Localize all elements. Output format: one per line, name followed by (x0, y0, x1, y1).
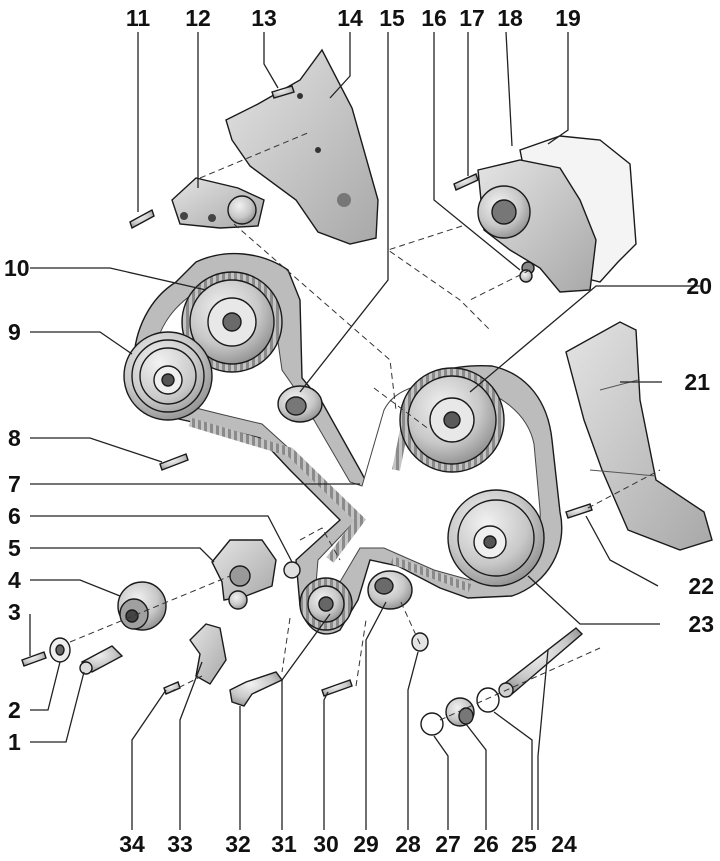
callout-32: 32 (225, 831, 251, 857)
callout-labels: 11 12 13 14 15 16 17 18 19 10 9 8 7 6 5 … (4, 5, 714, 857)
bolt-30 (321, 679, 353, 697)
washer-28 (411, 632, 429, 652)
callout-25: 25 (511, 831, 537, 857)
callout-27: 27 (435, 831, 461, 857)
callout-18: 18 (497, 5, 523, 31)
callout-16: 16 (421, 5, 447, 31)
callout-19: 19 (555, 5, 581, 31)
water-pump (477, 159, 597, 293)
circlip-27 (420, 712, 444, 736)
callout-4: 4 (8, 567, 21, 593)
callout-13: 13 (251, 5, 277, 31)
bolt-8 (159, 453, 189, 471)
o-ring-25 (476, 687, 500, 713)
tensioner-arm (211, 539, 277, 610)
sensor-bracket (189, 623, 227, 685)
camshaft-sprocket-left (181, 271, 283, 373)
callout-20: 20 (686, 273, 712, 299)
callout-31: 31 (271, 831, 297, 857)
bolt-22 (565, 503, 593, 519)
rear-cover-upper (225, 48, 379, 245)
callout-9: 9 (8, 319, 21, 345)
washer-6 (283, 561, 301, 579)
callout-17: 17 (459, 5, 485, 31)
callout-11: 11 (126, 5, 151, 31)
crankshaft-sprocket (299, 577, 353, 631)
bolt-sleeve-1 (79, 645, 124, 675)
idler-roller-upper (277, 385, 323, 423)
screw-34 (163, 681, 181, 695)
callout-26: 26 (473, 831, 499, 857)
bolt-11 (129, 208, 155, 230)
callout-34: 34 (119, 831, 145, 857)
tension-roller-lower (367, 570, 413, 610)
callout-6: 6 (8, 503, 21, 529)
sensor-32 (229, 671, 284, 707)
callout-23: 23 (688, 611, 714, 637)
callout-1: 1 (8, 729, 21, 755)
callout-14: 14 (337, 5, 363, 31)
crankshaft-pulley (447, 489, 545, 587)
callout-24: 24 (551, 831, 577, 857)
leader-lines (29, 31, 700, 830)
bolt-3 (21, 651, 47, 667)
callout-33: 33 (167, 831, 193, 857)
callout-10: 10 (4, 255, 30, 281)
assembly-guide-lines (69, 131, 661, 721)
callout-12: 12 (185, 5, 211, 31)
bolt-17 (453, 173, 479, 191)
washer-2 (49, 637, 71, 663)
callout-28: 28 (395, 831, 421, 857)
callout-2: 2 (8, 697, 21, 723)
callout-7: 7 (8, 471, 21, 497)
plug-26 (445, 697, 475, 727)
tensioner-roller (117, 581, 167, 631)
callout-15: 15 (379, 5, 405, 31)
callout-21: 21 (684, 369, 710, 395)
callout-8: 8 (8, 425, 21, 451)
bolt-13 (271, 85, 295, 99)
callout-30: 30 (313, 831, 339, 857)
long-bolt-24 (498, 627, 584, 698)
callout-5: 5 (8, 535, 21, 561)
tensioner-bracket (171, 177, 265, 229)
callout-3: 3 (8, 599, 21, 625)
camshaft-sprocket-right (399, 367, 505, 473)
vibration-damper-pulley (123, 331, 213, 421)
callout-29: 29 (353, 831, 379, 857)
callout-22: 22 (688, 573, 714, 599)
nut-16 (519, 269, 533, 283)
front-cover-right (565, 321, 713, 551)
